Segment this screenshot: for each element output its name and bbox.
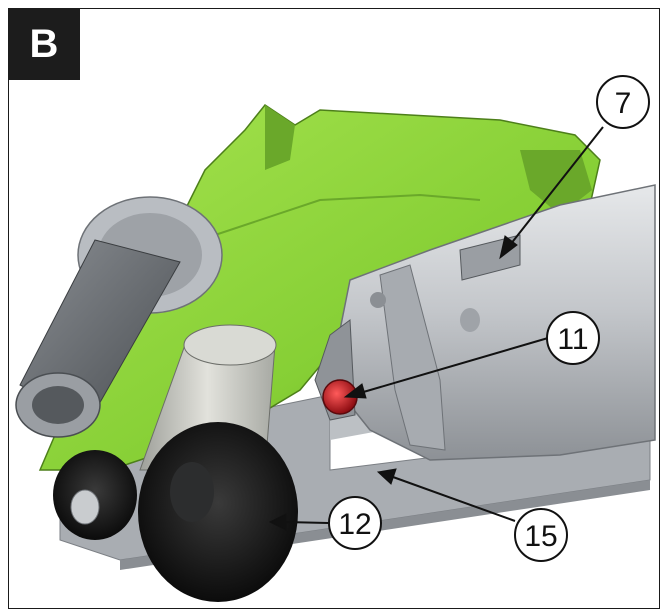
panel-label: B	[8, 8, 80, 80]
drive-wheel	[53, 450, 137, 540]
callout-15: 15	[514, 508, 568, 562]
svg-text:11: 11	[557, 323, 588, 356]
callout-7: 7	[596, 75, 650, 129]
handle-grip	[15, 196, 223, 438]
svg-text:7: 7	[615, 87, 632, 120]
callout-12: 12	[328, 496, 382, 550]
callout-11: 11	[546, 311, 600, 365]
black-roller	[138, 422, 298, 602]
svg-text:15: 15	[524, 520, 557, 553]
callout-arrows	[268, 126, 604, 531]
svg-text:12: 12	[338, 508, 371, 541]
